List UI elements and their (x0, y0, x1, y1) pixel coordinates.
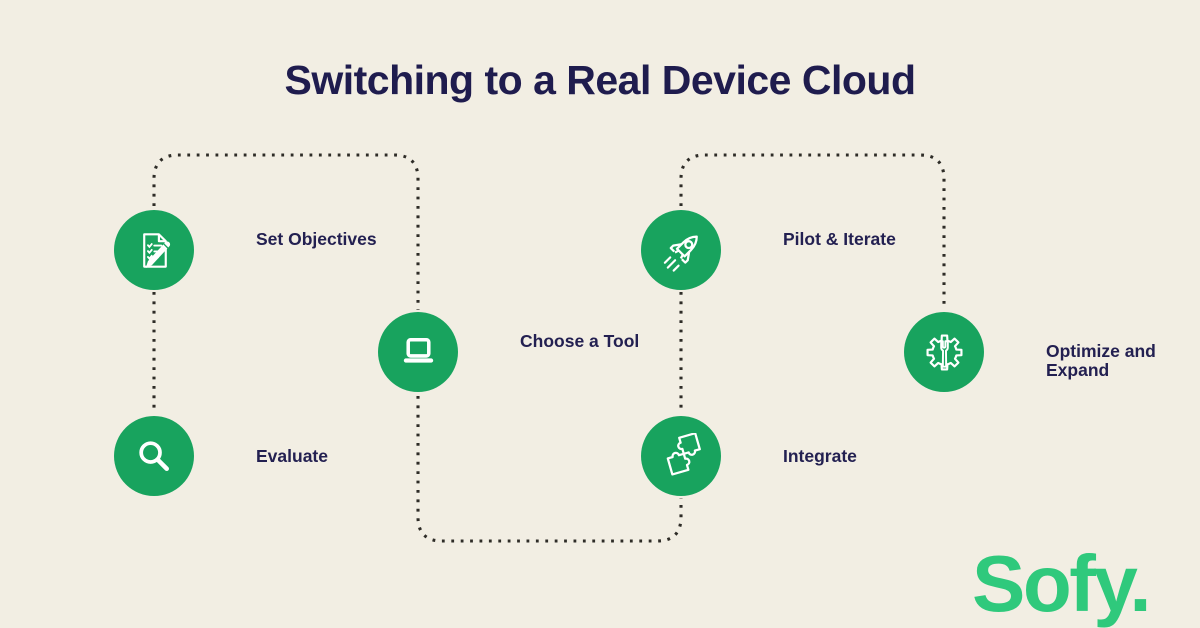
step-label: Evaluate (256, 446, 328, 466)
step-optimize-and-expand: Optimize and Expand (904, 312, 1156, 392)
connector-set-objectives-choose-tool (152, 153, 420, 310)
step-evaluate: Evaluate (114, 416, 328, 496)
step-circle (378, 312, 458, 392)
laptop-icon (403, 337, 433, 363)
gear-wrench-icon (925, 333, 963, 371)
document-pencil-icon (142, 232, 170, 268)
puzzle-icon (666, 432, 701, 476)
step-pilot-iterate: Pilot & Iterate (641, 210, 896, 290)
rocket-icon (663, 235, 698, 272)
step-set-objectives: Set Objectives (114, 210, 377, 290)
step-label: Pilot & Iterate (783, 229, 896, 249)
step-label: Choose a Tool (520, 331, 640, 351)
step-label: Optimize and Expand (1046, 341, 1156, 380)
step-circle (904, 312, 984, 392)
sofy-logo: Sofy. (972, 539, 1152, 628)
page-title: Switching to a Real Device Cloud (284, 57, 916, 103)
step-circle (114, 210, 194, 290)
step-label: Set Objectives (256, 229, 377, 249)
magnifier-icon (138, 440, 169, 471)
step-integrate: Integrate (641, 416, 857, 496)
step-circle (641, 416, 721, 496)
step-circle (114, 416, 194, 496)
step-circle (641, 210, 721, 290)
step-choose-a-tool: Choose a Tool (378, 312, 639, 392)
step-label: Integrate (783, 446, 857, 466)
